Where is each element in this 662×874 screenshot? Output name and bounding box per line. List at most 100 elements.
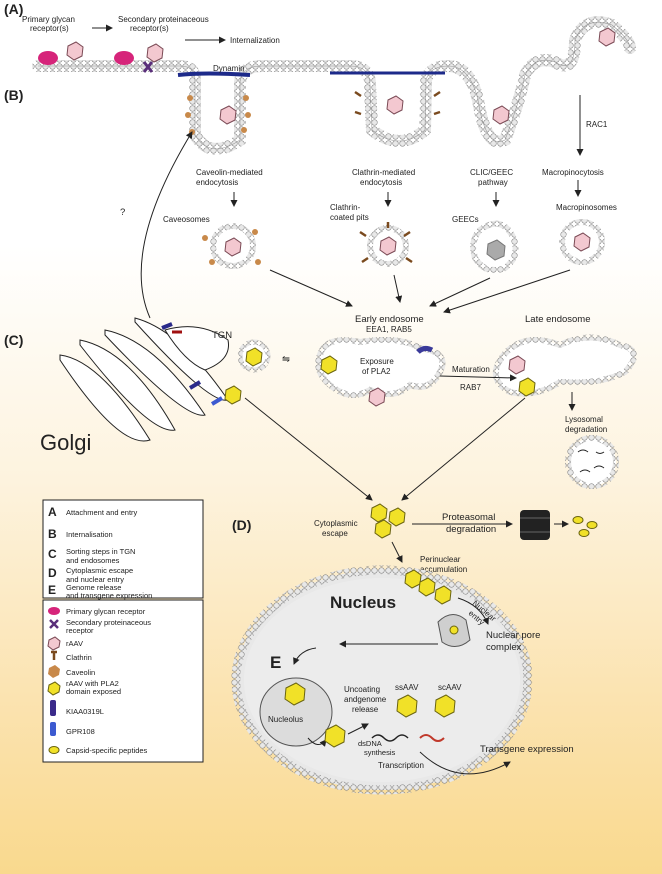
secondary-receptor-icon	[142, 61, 154, 73]
legend-peptides-icon	[48, 746, 60, 754]
label-npc-2: complex	[486, 642, 522, 653]
legend-caveolin: Caveolin	[66, 668, 95, 677]
label-perinuclear-1: Perinuclear	[420, 555, 461, 564]
label-late-endosome: Late endosome	[525, 314, 591, 325]
label-clathrin-pits-1: Clathrin-	[330, 203, 361, 212]
label-rac1: RAC1	[586, 120, 608, 129]
label-rab7: RAB7	[460, 383, 481, 392]
svg-text:C: C	[48, 547, 57, 561]
label-clic-geec-2: pathway	[478, 178, 508, 187]
label-exposure-pla2-2: of PLA2	[362, 367, 391, 376]
label-early-endosome: Early endosome	[355, 314, 424, 325]
legend-pla2-2: domain exposed	[66, 687, 121, 696]
svg-text:and endosomes: and endosomes	[66, 556, 120, 565]
label-scaav: scAAV	[438, 683, 462, 692]
plasma-membrane	[32, 16, 636, 155]
legend-kiaa-icon	[50, 700, 56, 716]
label-dsdna-2: synthesis	[364, 748, 396, 757]
label-npc-1: Nuclear pore	[486, 630, 540, 641]
label-clathrin-endo-2: endocytosis	[360, 178, 402, 187]
legend-secondary-1: Secondary proteinaceous	[66, 618, 151, 627]
label-nucleus: Nucleus	[330, 593, 396, 612]
label-question-mark: ?	[120, 207, 125, 218]
clathrin-icon	[354, 90, 441, 116]
legend-raav: rAAV	[66, 639, 83, 648]
scaav-icon	[434, 694, 456, 718]
legend-caveolin-icon	[48, 665, 60, 678]
section-label-e: E	[270, 653, 281, 672]
label-clathrin-endo-1: Clathrin-mediated	[352, 168, 415, 177]
label-macropinocytosis: Macropinocytosis	[542, 168, 604, 177]
macropinosome-vesicle	[559, 219, 605, 265]
svg-text:and nuclear entry: and nuclear entry	[66, 575, 124, 584]
label-primary-glycan: Primary glycan	[22, 15, 75, 24]
caveosome-vesicle	[202, 223, 261, 269]
legend-step-a: Attachment and entry	[66, 508, 138, 517]
geec-vesicle	[470, 220, 519, 273]
nucleolus	[259, 677, 333, 747]
label-exchange-arrows: ⇋	[282, 354, 290, 365]
label-uncoating-1: Uncoating	[344, 685, 380, 694]
label-proteasomal-1: Proteasomal	[442, 512, 495, 523]
legend-clathrin-icon	[51, 650, 57, 660]
proteasome-icon	[520, 510, 550, 540]
legend-step-e: Genome release	[66, 583, 121, 592]
label-caveosomes: Caveosomes	[163, 215, 210, 224]
label-cytoplasmic-1: Cytoplasmic	[314, 519, 358, 528]
svg-text:A: A	[48, 505, 57, 519]
label-exposure-pla2-1: Exposure	[360, 357, 394, 366]
svg-text:B: B	[48, 527, 57, 541]
label-dsdna-1: dsDNA	[358, 739, 382, 748]
label-caveolin-endo-1: Caveolin-mediated	[196, 168, 263, 177]
label-nucleolus: Nucleolus	[268, 715, 303, 724]
legend-gpr108: GPR108	[66, 727, 95, 736]
label-ssaav: ssAAV	[395, 683, 419, 692]
label-primary-glycan-2: receptor(s)	[30, 24, 69, 33]
primary-glycan-receptor-icon	[38, 51, 134, 65]
svg-text:E: E	[48, 583, 56, 597]
label-geecs: GEECs	[452, 215, 479, 224]
legend-kiaa: KIAA0319L	[66, 707, 104, 716]
section-label-b: (B)	[4, 87, 23, 103]
tgn-vesicle	[237, 339, 271, 373]
svg-text:D: D	[48, 566, 57, 580]
legend-raav-icon	[47, 636, 61, 651]
label-clathrin-pits-2: coated pits	[330, 213, 369, 222]
legend-step-b: Internalisation	[66, 530, 113, 539]
legend-peptides: Capsid-specific peptides	[66, 746, 148, 755]
label-clic-geec-1: CLIC/GEEC	[470, 168, 513, 177]
section-label-d: (D)	[232, 517, 251, 533]
label-secondary-receptor-2: receptor(s)	[130, 24, 169, 33]
section-label-c: (C)	[4, 332, 23, 348]
legend-pla2-1: rAAV with PLA2	[66, 679, 119, 688]
label-transgene-expression: Transgene expression	[480, 744, 574, 755]
legend-glycan-icon	[48, 607, 60, 615]
raav-capsid-icon	[66, 27, 616, 63]
legend-secondary-icon	[49, 619, 59, 629]
clathrin-pit-vesicle	[359, 222, 413, 267]
capsid-peptides-icon	[572, 516, 598, 537]
legend-steps: A Attachment and entry B Internalisation…	[42, 499, 204, 600]
ssaav-icon	[396, 694, 418, 718]
early-endosome	[315, 337, 446, 407]
label-perinuclear-2: accumulation	[420, 565, 467, 574]
perinuclear-capsids	[404, 569, 452, 605]
late-endosome	[492, 334, 637, 397]
label-internalization: Internalization	[230, 36, 280, 45]
label-lysosomal-1: Lysosomal	[565, 415, 603, 424]
label-macropinosomes: Macropinosomes	[556, 203, 617, 212]
dsdna-strand	[419, 734, 445, 742]
label-cytoplasmic-2: escape	[322, 529, 348, 538]
ssdna-strand	[371, 734, 409, 742]
legend-symbols: Primary glycan receptor Secondary protei…	[42, 599, 204, 763]
label-caveolin-endo-2: endocytosis	[196, 178, 238, 187]
label-proteasomal-2: degradation	[446, 524, 496, 535]
label-golgi: Golgi	[40, 430, 91, 455]
label-uncoating-3: release	[352, 705, 379, 714]
raav-in-pit-icon	[219, 95, 510, 125]
dynamin-ring	[177, 71, 251, 77]
legend-clathrin: Clathrin	[66, 653, 92, 662]
legend-gpr108-icon	[50, 722, 56, 736]
legend-step-d: Cytoplasmic escape	[66, 566, 133, 575]
